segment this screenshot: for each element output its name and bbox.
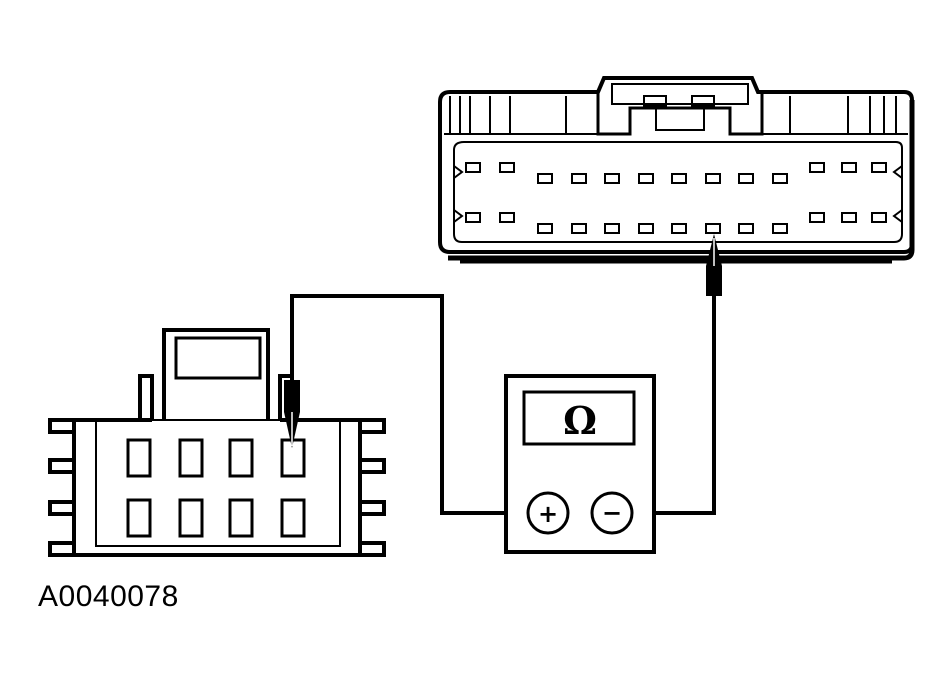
negative-terminal-symbol: − xyxy=(602,499,622,527)
ohm-symbol: Ω xyxy=(563,398,597,443)
positive-terminal-symbol: + xyxy=(538,500,558,528)
negative-probe-icon xyxy=(706,234,722,296)
negative-terminal xyxy=(590,491,634,535)
positive-lead-wire xyxy=(290,294,528,515)
negative-lead-wire xyxy=(634,290,716,515)
positive-terminal xyxy=(526,491,570,535)
small-connector-pins xyxy=(126,438,306,538)
large-connector xyxy=(438,76,915,264)
small-connector xyxy=(48,328,386,557)
large-connector-bottom-pins xyxy=(465,212,887,234)
positive-probe-icon xyxy=(284,380,300,448)
multimeter: Ω + − xyxy=(504,374,656,554)
large-connector-top-pins xyxy=(465,162,887,184)
figure-id: A0040078 xyxy=(38,580,179,613)
test-leads xyxy=(290,290,716,515)
